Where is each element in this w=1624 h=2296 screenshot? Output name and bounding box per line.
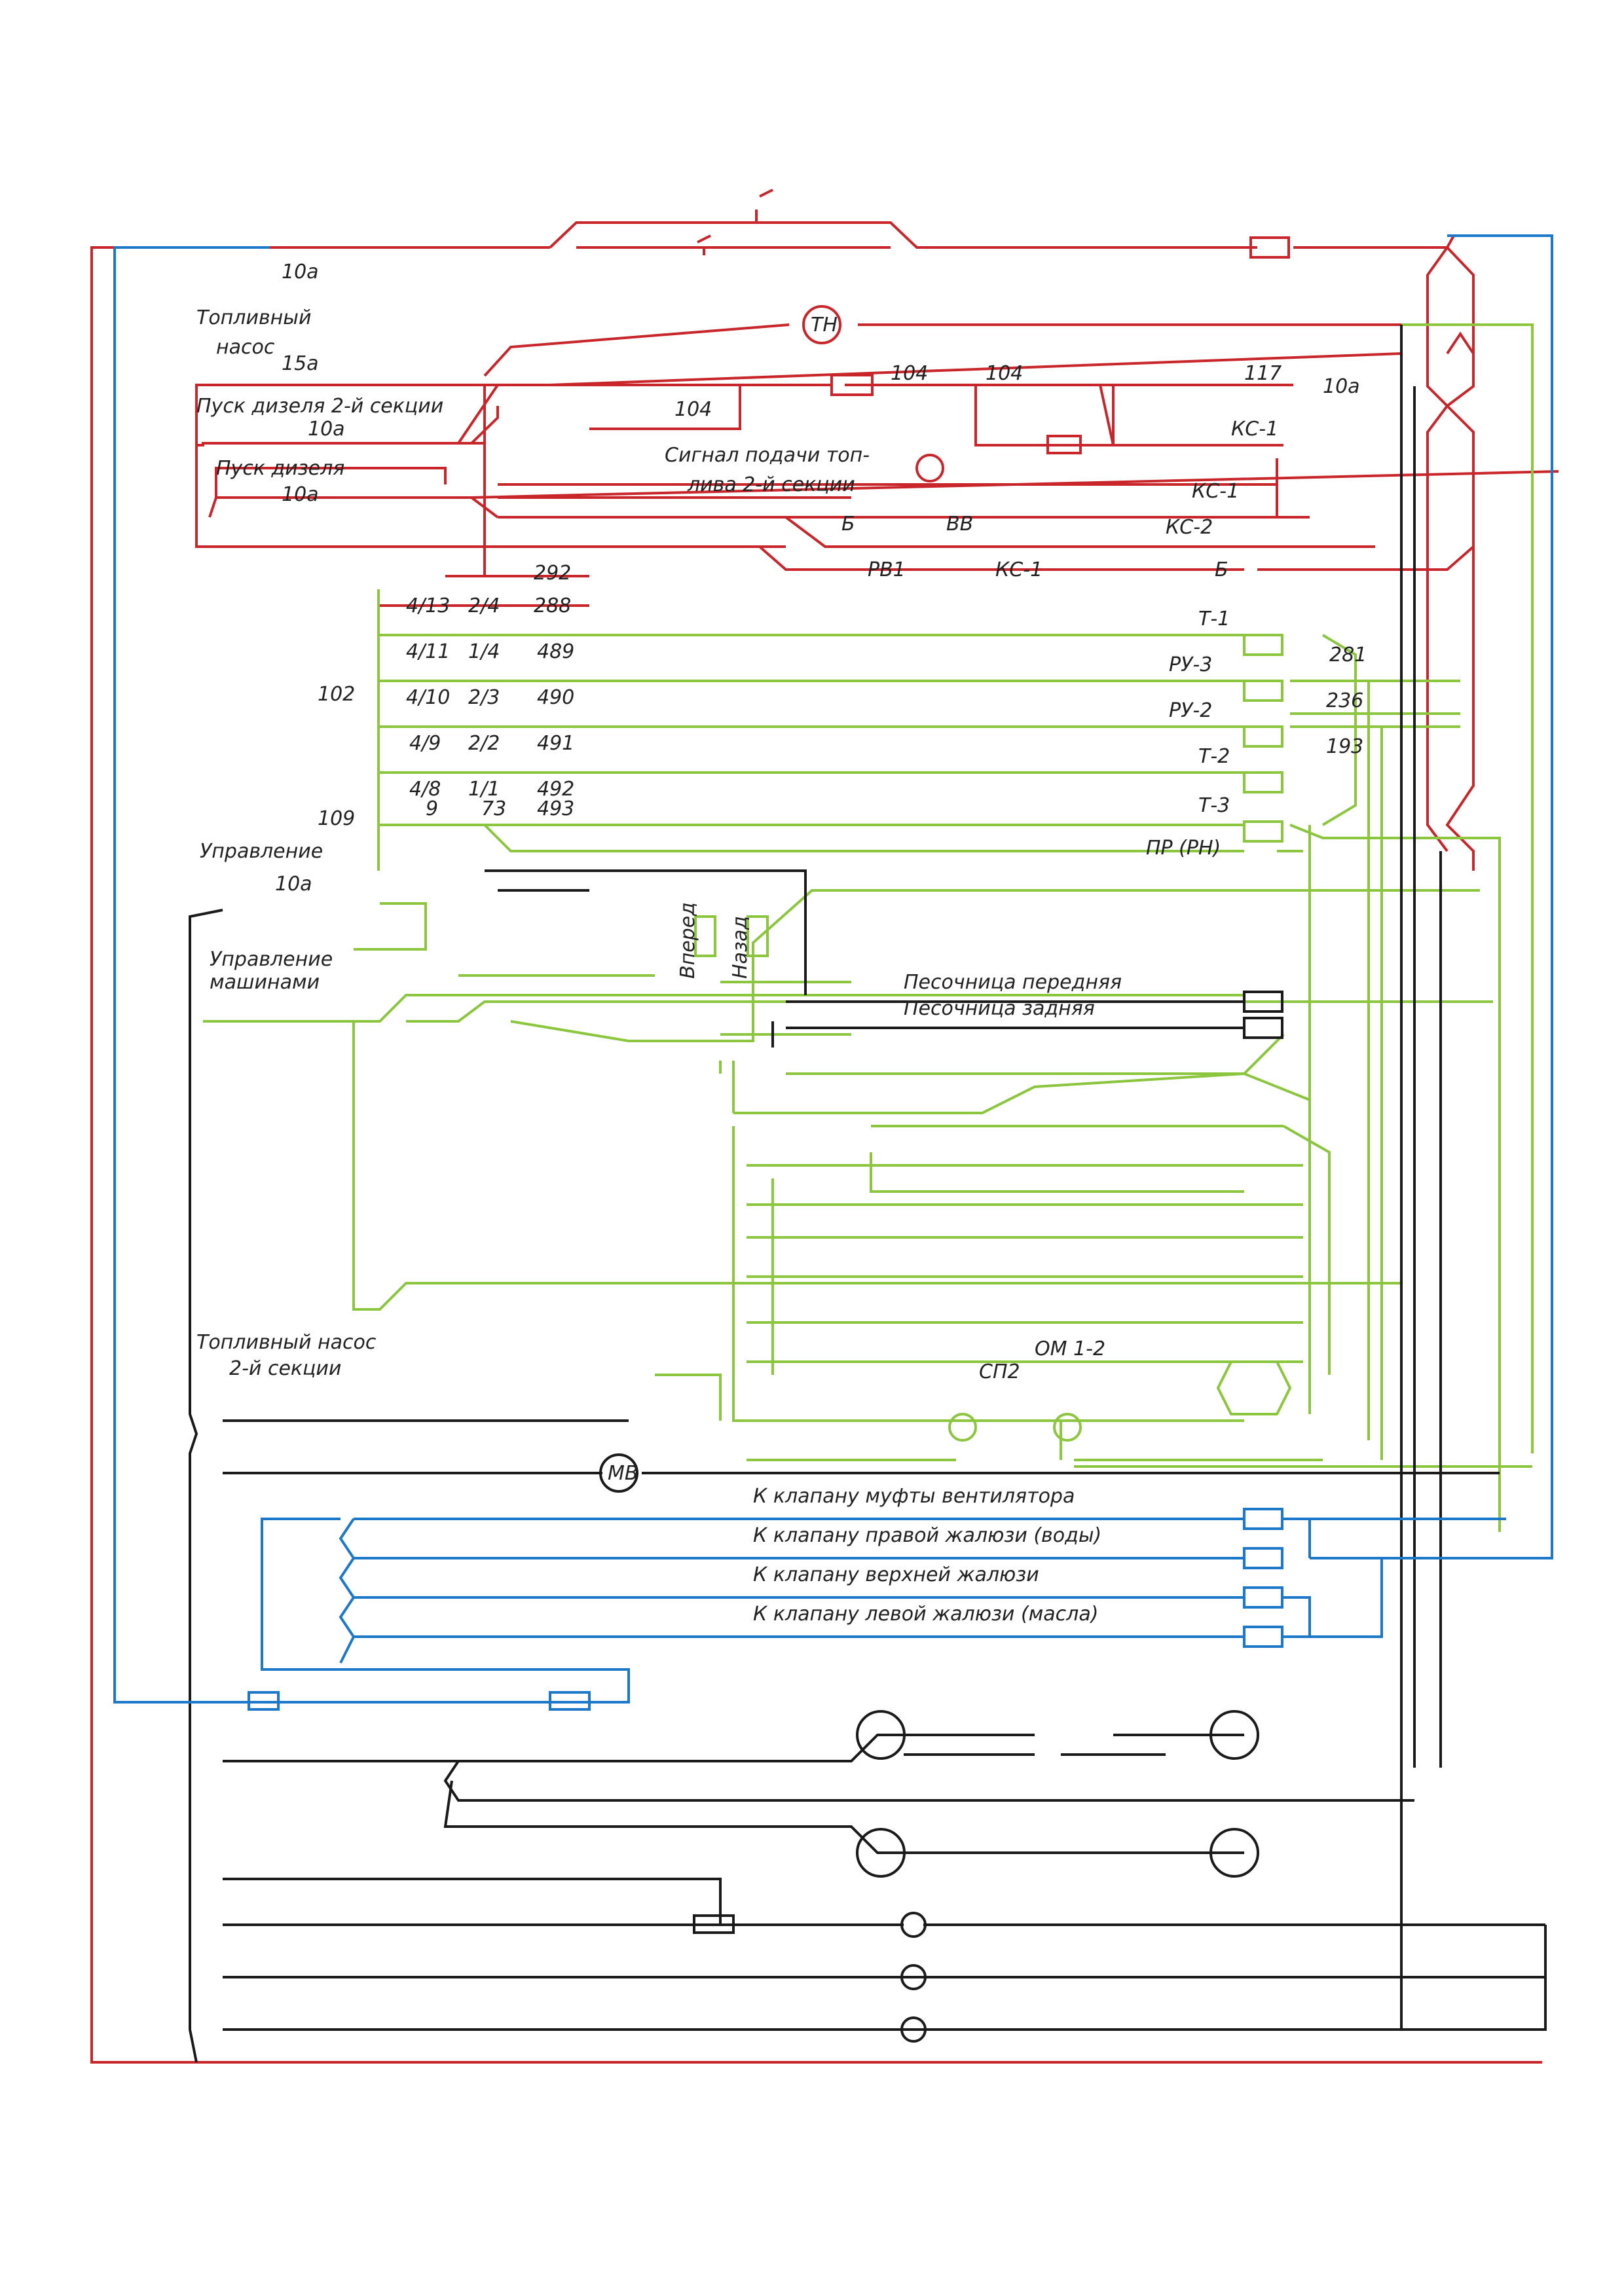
label-410: 4/10 <box>406 686 450 709</box>
label-23: 2/3 <box>468 686 500 709</box>
label-490: 490 <box>537 686 574 709</box>
label-machine-ctrl-2: машинами <box>210 971 320 994</box>
label-start-diesel-2: Пуск дизеля 2-й секции <box>196 395 443 418</box>
label-ru3: РУ-3 <box>1169 653 1212 676</box>
label-valve-right: К клапану правой жалюзи (воды) <box>753 1524 1101 1547</box>
label-ks1-top: КС-1 <box>1231 418 1278 441</box>
connector-left-bottom <box>856 1828 906 1878</box>
label-sand-rear: Песочница задняя <box>904 997 1095 1020</box>
label-117: 117 <box>1244 362 1282 385</box>
label-mv: МВ <box>608 1462 638 1485</box>
label-489: 489 <box>537 640 574 663</box>
label-102: 102 <box>318 683 355 706</box>
labels: 10а Топливный насос 15а Пуск дизеля 2-й … <box>196 261 1367 1626</box>
label-104a: 104 <box>674 398 712 421</box>
label-b2: Б <box>1215 558 1228 581</box>
label-288: 288 <box>534 594 571 617</box>
label-t3: Т-3 <box>1198 794 1230 817</box>
label-9: 9 <box>426 797 438 820</box>
black-circuits <box>189 325 1547 2063</box>
label-ks2: КС-2 <box>1166 516 1213 539</box>
lamp-icon-3 <box>900 1912 927 1938</box>
label-t2: Т-2 <box>1198 745 1230 768</box>
lamp-icon-5 <box>900 2016 927 2043</box>
label-fuse-10a-top: 10а <box>282 261 319 283</box>
label-ks1b: КС-1 <box>995 558 1043 581</box>
label-14: 1/4 <box>468 640 500 663</box>
label-om12: ОМ 1-2 <box>1035 1338 1105 1360</box>
red-circuits <box>90 189 1559 2064</box>
label-rv1: РВ1 <box>868 558 906 581</box>
label-tn: ТН <box>811 314 838 337</box>
coil-top <box>1249 236 1290 259</box>
label-machine-ctrl-1: Управление <box>210 948 333 971</box>
mv-motor-icon <box>599 1453 638 1493</box>
lamp-icon <box>948 1413 977 1442</box>
label-valve-fan: К клапану муфты вентилятора <box>753 1485 1075 1508</box>
lamp-icon-2 <box>1053 1413 1082 1442</box>
label-start-diesel: Пуск дизеля <box>216 457 344 480</box>
label-413: 4/13 <box>406 594 450 617</box>
label-sp2: СП2 <box>979 1360 1020 1383</box>
label-fuse-15a: 15а <box>282 352 319 375</box>
label-ru2: РУ-2 <box>1169 699 1212 722</box>
label-281: 281 <box>1329 644 1367 666</box>
relay-104 <box>830 374 874 396</box>
green-circuits <box>203 323 1534 1532</box>
label-fuel-pump-2: насос <box>216 336 275 359</box>
label-valve-top: К клапану верхней жалюзи <box>753 1563 1039 1586</box>
fuel-signal-lamp-icon <box>915 454 944 483</box>
label-fuse-10a-right: 10а <box>1323 375 1360 398</box>
label-236: 236 <box>1326 689 1363 712</box>
label-193: 193 <box>1326 735 1363 758</box>
label-forward: Вперед <box>676 902 699 979</box>
label-fuel-signal-2: лива 2-й секции <box>687 473 855 496</box>
label-t1: Т-1 <box>1198 608 1230 630</box>
connector-right-top <box>1209 1710 1259 1760</box>
label-back: Назад <box>729 916 752 979</box>
label-493: 493 <box>537 797 574 820</box>
label-valve-left: К клапану левой жалюзи (масла) <box>753 1603 1098 1626</box>
label-48: 4/8 <box>409 778 441 801</box>
label-104b: 104 <box>891 362 928 385</box>
rheostat <box>693 1914 735 1934</box>
label-49: 4/9 <box>409 732 441 755</box>
connector-left-top <box>856 1710 906 1760</box>
label-fuse-10a-ctrl: 10а <box>275 873 312 896</box>
label-104c: 104 <box>986 362 1023 385</box>
label-fuse-10a-3: 10а <box>282 483 319 506</box>
connector-right-bottom <box>1209 1828 1259 1878</box>
label-22: 2/2 <box>468 732 500 755</box>
label-sand-front: Песочница передняя <box>904 971 1122 994</box>
label-ks1: КС-1 <box>1192 480 1239 503</box>
label-fuel-signal-1: Сигнал подачи топ- <box>665 444 870 467</box>
label-73: 73 <box>481 797 506 820</box>
label-411: 4/11 <box>406 640 450 663</box>
label-pr: ПР (РН) <box>1146 837 1221 860</box>
label-109: 109 <box>318 807 355 830</box>
label-11: 1/1 <box>468 778 500 801</box>
label-24: 2/4 <box>468 594 500 617</box>
blue-circuits <box>113 234 1553 1711</box>
label-fuel-pump-2sec-2: 2-й секции <box>229 1357 341 1380</box>
label-fuel-pump: Топливный <box>196 306 311 329</box>
coil-back <box>747 915 769 957</box>
label-vv: ВВ <box>946 513 973 536</box>
label-292: 292 <box>534 562 571 585</box>
tn-motor-icon <box>802 305 841 344</box>
resistor-ks1 <box>1046 435 1082 454</box>
label-fuel-pump-2sec-1: Топливный насос <box>196 1331 377 1354</box>
label-control: Управление <box>200 840 323 863</box>
label-fuse-10a-2: 10а <box>308 418 345 441</box>
label-b1: Б <box>841 513 855 536</box>
label-491: 491 <box>537 732 574 755</box>
lamp-icon-4 <box>900 1964 927 1990</box>
coil-forward <box>694 915 716 957</box>
label-492: 492 <box>537 778 574 801</box>
